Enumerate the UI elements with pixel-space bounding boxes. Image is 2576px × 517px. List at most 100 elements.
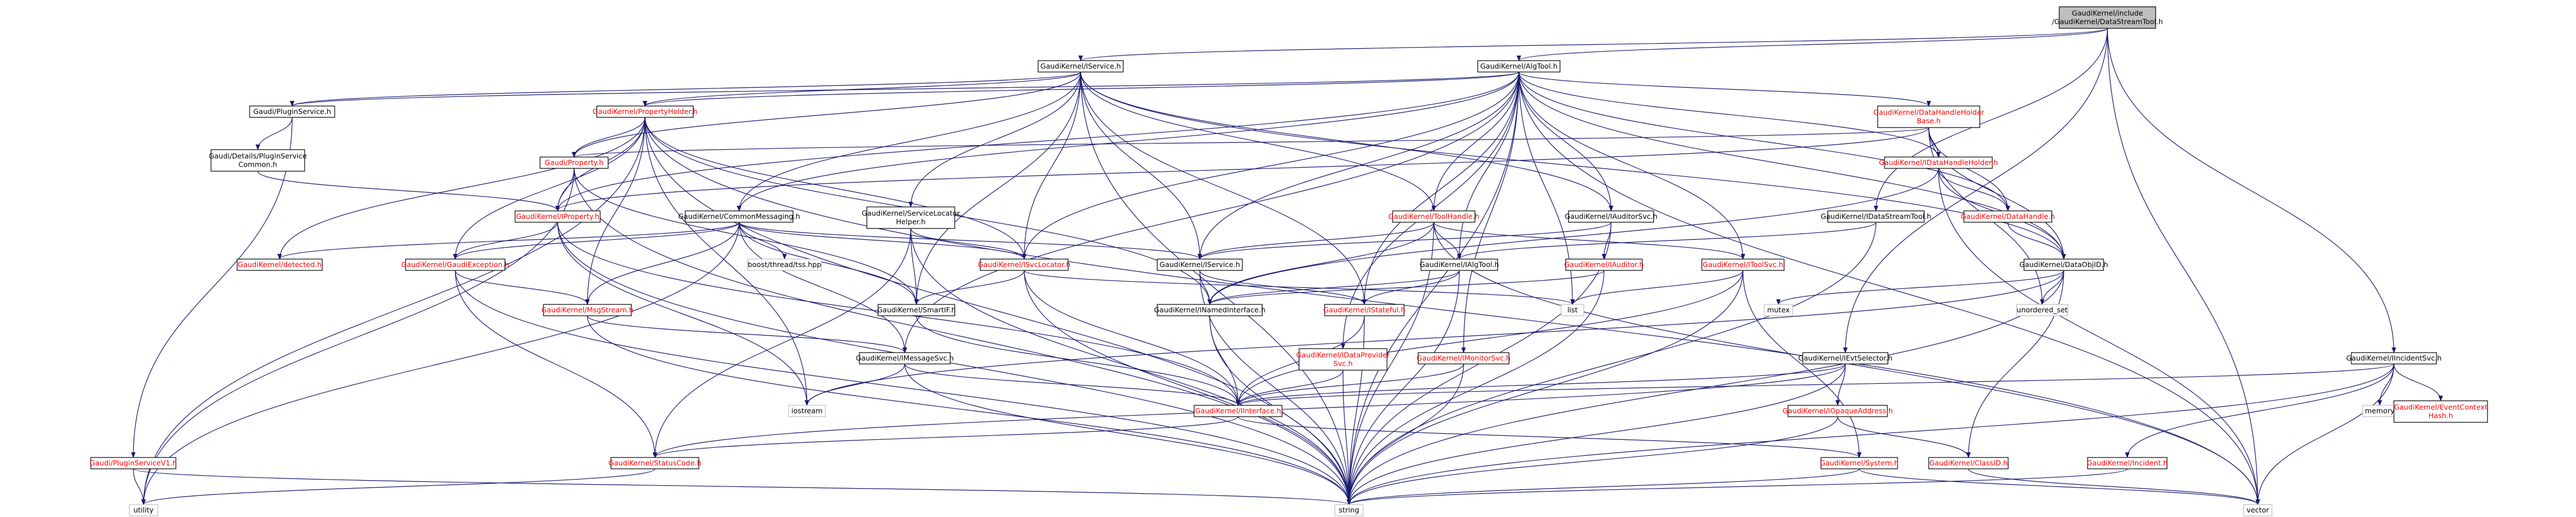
edge-datahandle-to-dataobjid <box>2007 222 2066 260</box>
node-box[interactable] <box>210 149 305 172</box>
node-toolhandle[interactable]: GaudiKernel/ToolHandle.h <box>1388 210 1479 223</box>
node-label: Base.h <box>1917 117 1941 125</box>
node-box[interactable] <box>90 457 176 469</box>
node-itoolsvc[interactable]: GaudiKernel/IToolSvc.h <box>1701 258 1785 271</box>
node-pluginsvc[interactable]: Gaudi/PluginService.h <box>249 105 335 118</box>
node-label: utility <box>133 506 154 514</box>
node-system[interactable]: GaudiKernel/System.h <box>1820 457 1899 469</box>
node-iproperty[interactable]: GaudiKernel/IProperty.h <box>515 210 601 223</box>
edge-iincsvc-to-memory <box>2377 363 2394 406</box>
node-box[interactable] <box>1565 258 1643 271</box>
node-box[interactable] <box>2087 457 2168 469</box>
edge-algtool-to-idataprovidersvc <box>1340 71 1520 349</box>
node-iservice[interactable]: GaudiKernel/IService.h <box>1038 60 1124 73</box>
edge-isvclocator-to-iinterface <box>1023 270 1241 406</box>
node-statuscode[interactable]: GaudiKernel/StatusCode.h <box>609 457 702 469</box>
node-box[interactable] <box>1157 304 1263 316</box>
node-iopaqueaddress[interactable]: GaudiKernel/IOpaqueAddress.h <box>1782 405 1893 417</box>
node-box[interactable] <box>1418 352 1510 365</box>
node-box[interactable] <box>1963 210 2052 223</box>
node-datahandle[interactable]: GaudiKernel/DataHandle.h <box>1961 210 2055 223</box>
edge-algtool-to-pluginsvc <box>290 71 1520 107</box>
node-isvclocator[interactable]: GaudiKernel/ISvcLocator.h <box>978 258 1070 271</box>
node-box[interactable] <box>1298 348 1388 371</box>
edge-algtool-to-propholder <box>643 71 1520 107</box>
node-box[interactable] <box>1820 457 1898 469</box>
node-iauditorsvc[interactable]: GaudiKernel/IAuditorSvc.h <box>1565 210 1658 223</box>
node-box[interactable] <box>1568 210 1654 223</box>
node-box[interactable] <box>1157 258 1243 271</box>
node-box[interactable] <box>1877 105 1980 128</box>
node-inamedinterface[interactable]: GaudiKernel/INamedInterface.h <box>1154 304 1266 316</box>
node-iincident[interactable]: GaudiKernel/Incident.h <box>2087 457 2168 469</box>
node-box[interactable] <box>980 258 1069 271</box>
node-box[interactable] <box>515 210 601 223</box>
node-label: GaudiKernel/AlgTool.h <box>1480 62 1557 70</box>
node-box[interactable] <box>2059 6 2156 29</box>
node-ievtsel[interactable]: GaudiKernel/IEvtSelector.h <box>1798 352 1892 365</box>
node-algtool[interactable]: GaudiKernel/AlgTool.h <box>1477 60 1561 73</box>
node-istateful[interactable]: GaudiKernel/IStateful.h <box>1323 304 1406 316</box>
node-box[interactable] <box>539 156 609 169</box>
node-label: GaudiKernel/CommonMessaging.h <box>678 212 800 221</box>
node-box[interactable] <box>1928 457 2009 469</box>
node-box[interactable] <box>1194 405 1283 417</box>
node-box[interactable] <box>1420 258 1498 271</box>
node-box[interactable] <box>2351 352 2437 365</box>
node-pluginsvcv1[interactable]: Gaudi/PluginServiceV1.h <box>90 457 177 469</box>
node-box[interactable] <box>1884 156 1993 169</box>
node-mutex: mutex <box>1764 304 1793 316</box>
node-box[interactable] <box>1324 304 1405 316</box>
node-msgstream[interactable]: GaudiKernel/MsgStream.h <box>541 304 634 316</box>
node-root[interactable]: GaudiKernel/include/GaudiKernel/DataStre… <box>2052 6 2163 29</box>
node-box[interactable] <box>1477 60 1561 73</box>
node-box[interactable] <box>2393 400 2488 423</box>
node-box[interactable] <box>2023 258 2104 271</box>
node-detected[interactable]: GaudiKernel/detected.h <box>237 258 323 271</box>
node-commonmsg[interactable]: GaudiKernel/CommonMessaging.h <box>678 210 800 223</box>
node-box[interactable] <box>405 258 505 271</box>
edge-iservice-to-smartif <box>914 71 1081 305</box>
node-iinterface[interactable]: GaudiKernel/IInterface.h <box>1194 405 1283 417</box>
node-box[interactable] <box>1392 210 1475 223</box>
edge-algtool-to-idatahandleholder <box>1518 71 1941 158</box>
edge-iincsvc-to-iincident <box>2125 363 2394 458</box>
node-iauditor[interactable]: GaudiKernel/IAuditor.h <box>1564 258 1644 271</box>
node-label: Common.h <box>238 160 277 169</box>
node-property[interactable]: Gaudi/Property.h <box>539 156 609 169</box>
node-box[interactable] <box>1701 258 1785 271</box>
node-iincsvc[interactable]: GaudiKernel/IIncidentSvc.h <box>2346 352 2442 365</box>
node-box[interactable] <box>543 304 632 316</box>
node-label: GaudiKernel/IAuditor.h <box>1564 260 1643 269</box>
node-ialgtool[interactable]: GaudiKernel/IAlgTool.h <box>1420 258 1499 271</box>
node-box[interactable] <box>878 304 955 316</box>
node-box[interactable] <box>596 105 694 118</box>
node-box[interactable] <box>1787 405 1888 417</box>
node-box[interactable] <box>1827 210 1925 223</box>
node-box[interactable] <box>1038 60 1124 73</box>
node-imonitorsvc[interactable]: GaudiKernel/IMonitorSvc.h <box>1416 352 1511 365</box>
node-box[interactable] <box>1802 352 1888 365</box>
edge-iservice-to-commonmsg <box>737 71 1081 211</box>
edge-classid-to-vector <box>1968 468 2260 505</box>
node-idatahandleholder[interactable]: GaudiKernel/IDataHandleHolder.h <box>1879 156 1998 169</box>
node-dataobjid[interactable]: GaudiKernel/DataObjID.h <box>2020 258 2108 271</box>
node-propholder[interactable]: GaudiKernel/PropertyHolder.h <box>592 105 698 118</box>
node-box[interactable] <box>610 457 699 469</box>
node-idsthandle[interactable]: GaudiKernel/IDataStreamTool.h <box>1820 210 1932 223</box>
node-box[interactable] <box>866 206 955 229</box>
node-box[interactable] <box>859 352 951 365</box>
node-box[interactable] <box>249 105 335 118</box>
node-box[interactable] <box>237 258 323 271</box>
node-smartif[interactable]: GaudiKernel/SmartIF.h <box>877 304 956 316</box>
node-box[interactable] <box>685 210 794 223</box>
node-classid[interactable]: GaudiKernel/ClassID.h <box>1928 457 2009 469</box>
node-iservice2[interactable]: GaudiKernel/IService.h <box>1157 258 1243 271</box>
node-gaudiexception[interactable]: GaudiKernel/GaudiException.h <box>401 258 509 271</box>
node-imessagesvc[interactable]: GaudiKernel/IMessageSvc.h <box>856 352 954 365</box>
